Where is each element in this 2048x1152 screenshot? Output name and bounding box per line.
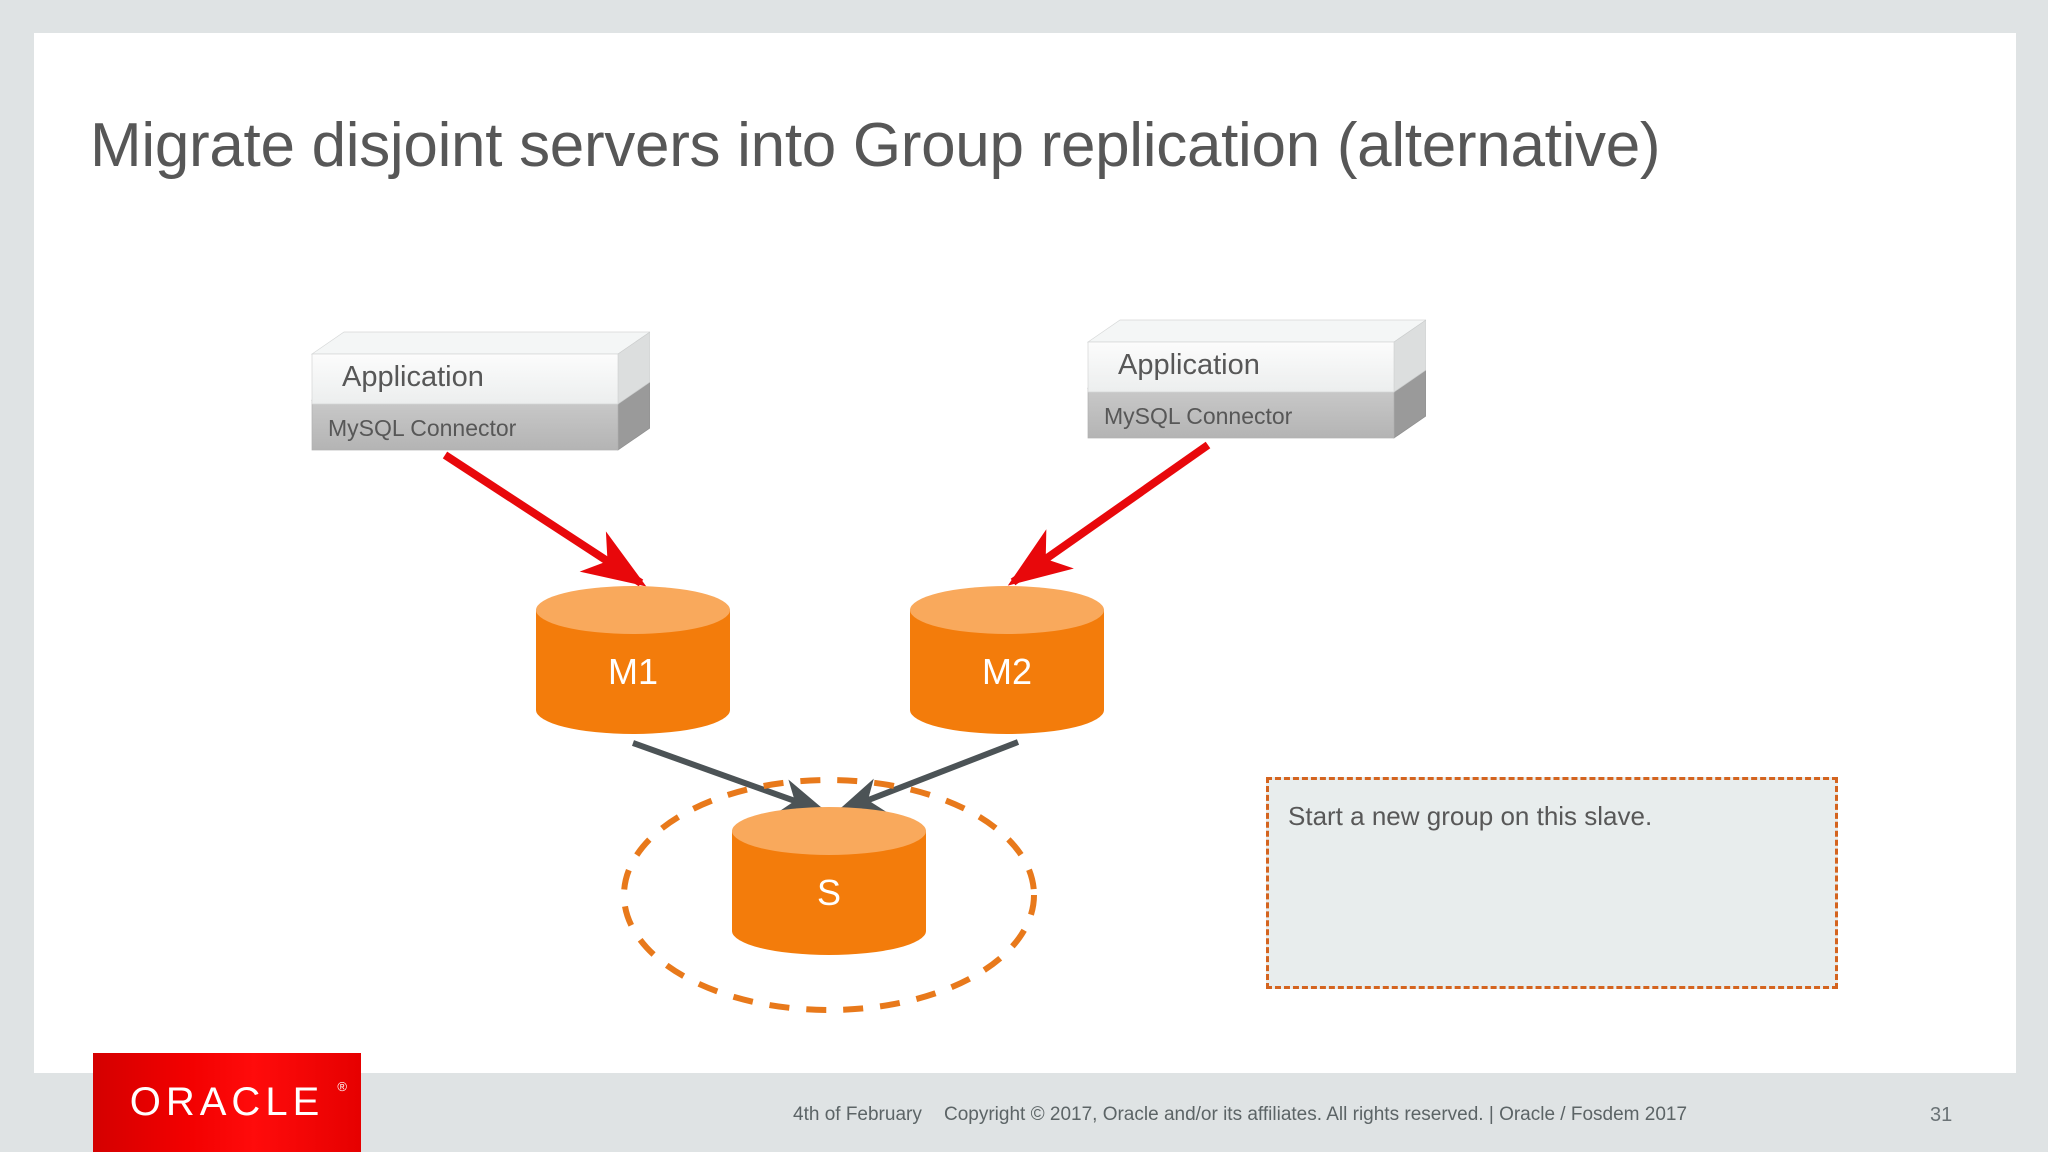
- footer-copyright: Copyright © 2017, Oracle and/or its affi…: [944, 1104, 1688, 1125]
- note-box: Start a new group on this slave.: [1266, 777, 1838, 989]
- page-title: Migrate disjoint servers into Group repl…: [90, 111, 1661, 180]
- footer-date: 4th of February: [793, 1104, 922, 1125]
- app-stack-left: Application MySQL Connector: [300, 322, 650, 462]
- oracle-wordmark: ORACLE: [129, 1080, 325, 1124]
- app-box-label-right: Application: [1118, 349, 1260, 381]
- app-stack-right: Application MySQL Connector: [1076, 310, 1426, 450]
- cylinder-m2: M2: [908, 586, 1106, 734]
- oracle-logo: ORACLE ®: [93, 1053, 361, 1152]
- app-stack-right-graphic: [1086, 319, 1426, 439]
- cylinder-m1: M1: [534, 586, 732, 734]
- footer-page-number: 31: [1930, 1104, 1953, 1126]
- registered-trademark-icon: ®: [337, 1079, 347, 1094]
- cylinder-m1-graphic: [536, 586, 730, 734]
- cylinder-s: S: [730, 807, 928, 955]
- app-box-label-left: Application: [342, 361, 484, 393]
- connector-box-label-right: MySQL Connector: [1104, 403, 1293, 429]
- app-stack-left-graphic: [310, 331, 650, 451]
- cylinder-s-graphic: [732, 807, 926, 955]
- connector-box-label-left: MySQL Connector: [328, 415, 517, 441]
- note-box-text: Start a new group on this slave.: [1288, 801, 1653, 831]
- cylinder-m2-graphic: [910, 586, 1104, 734]
